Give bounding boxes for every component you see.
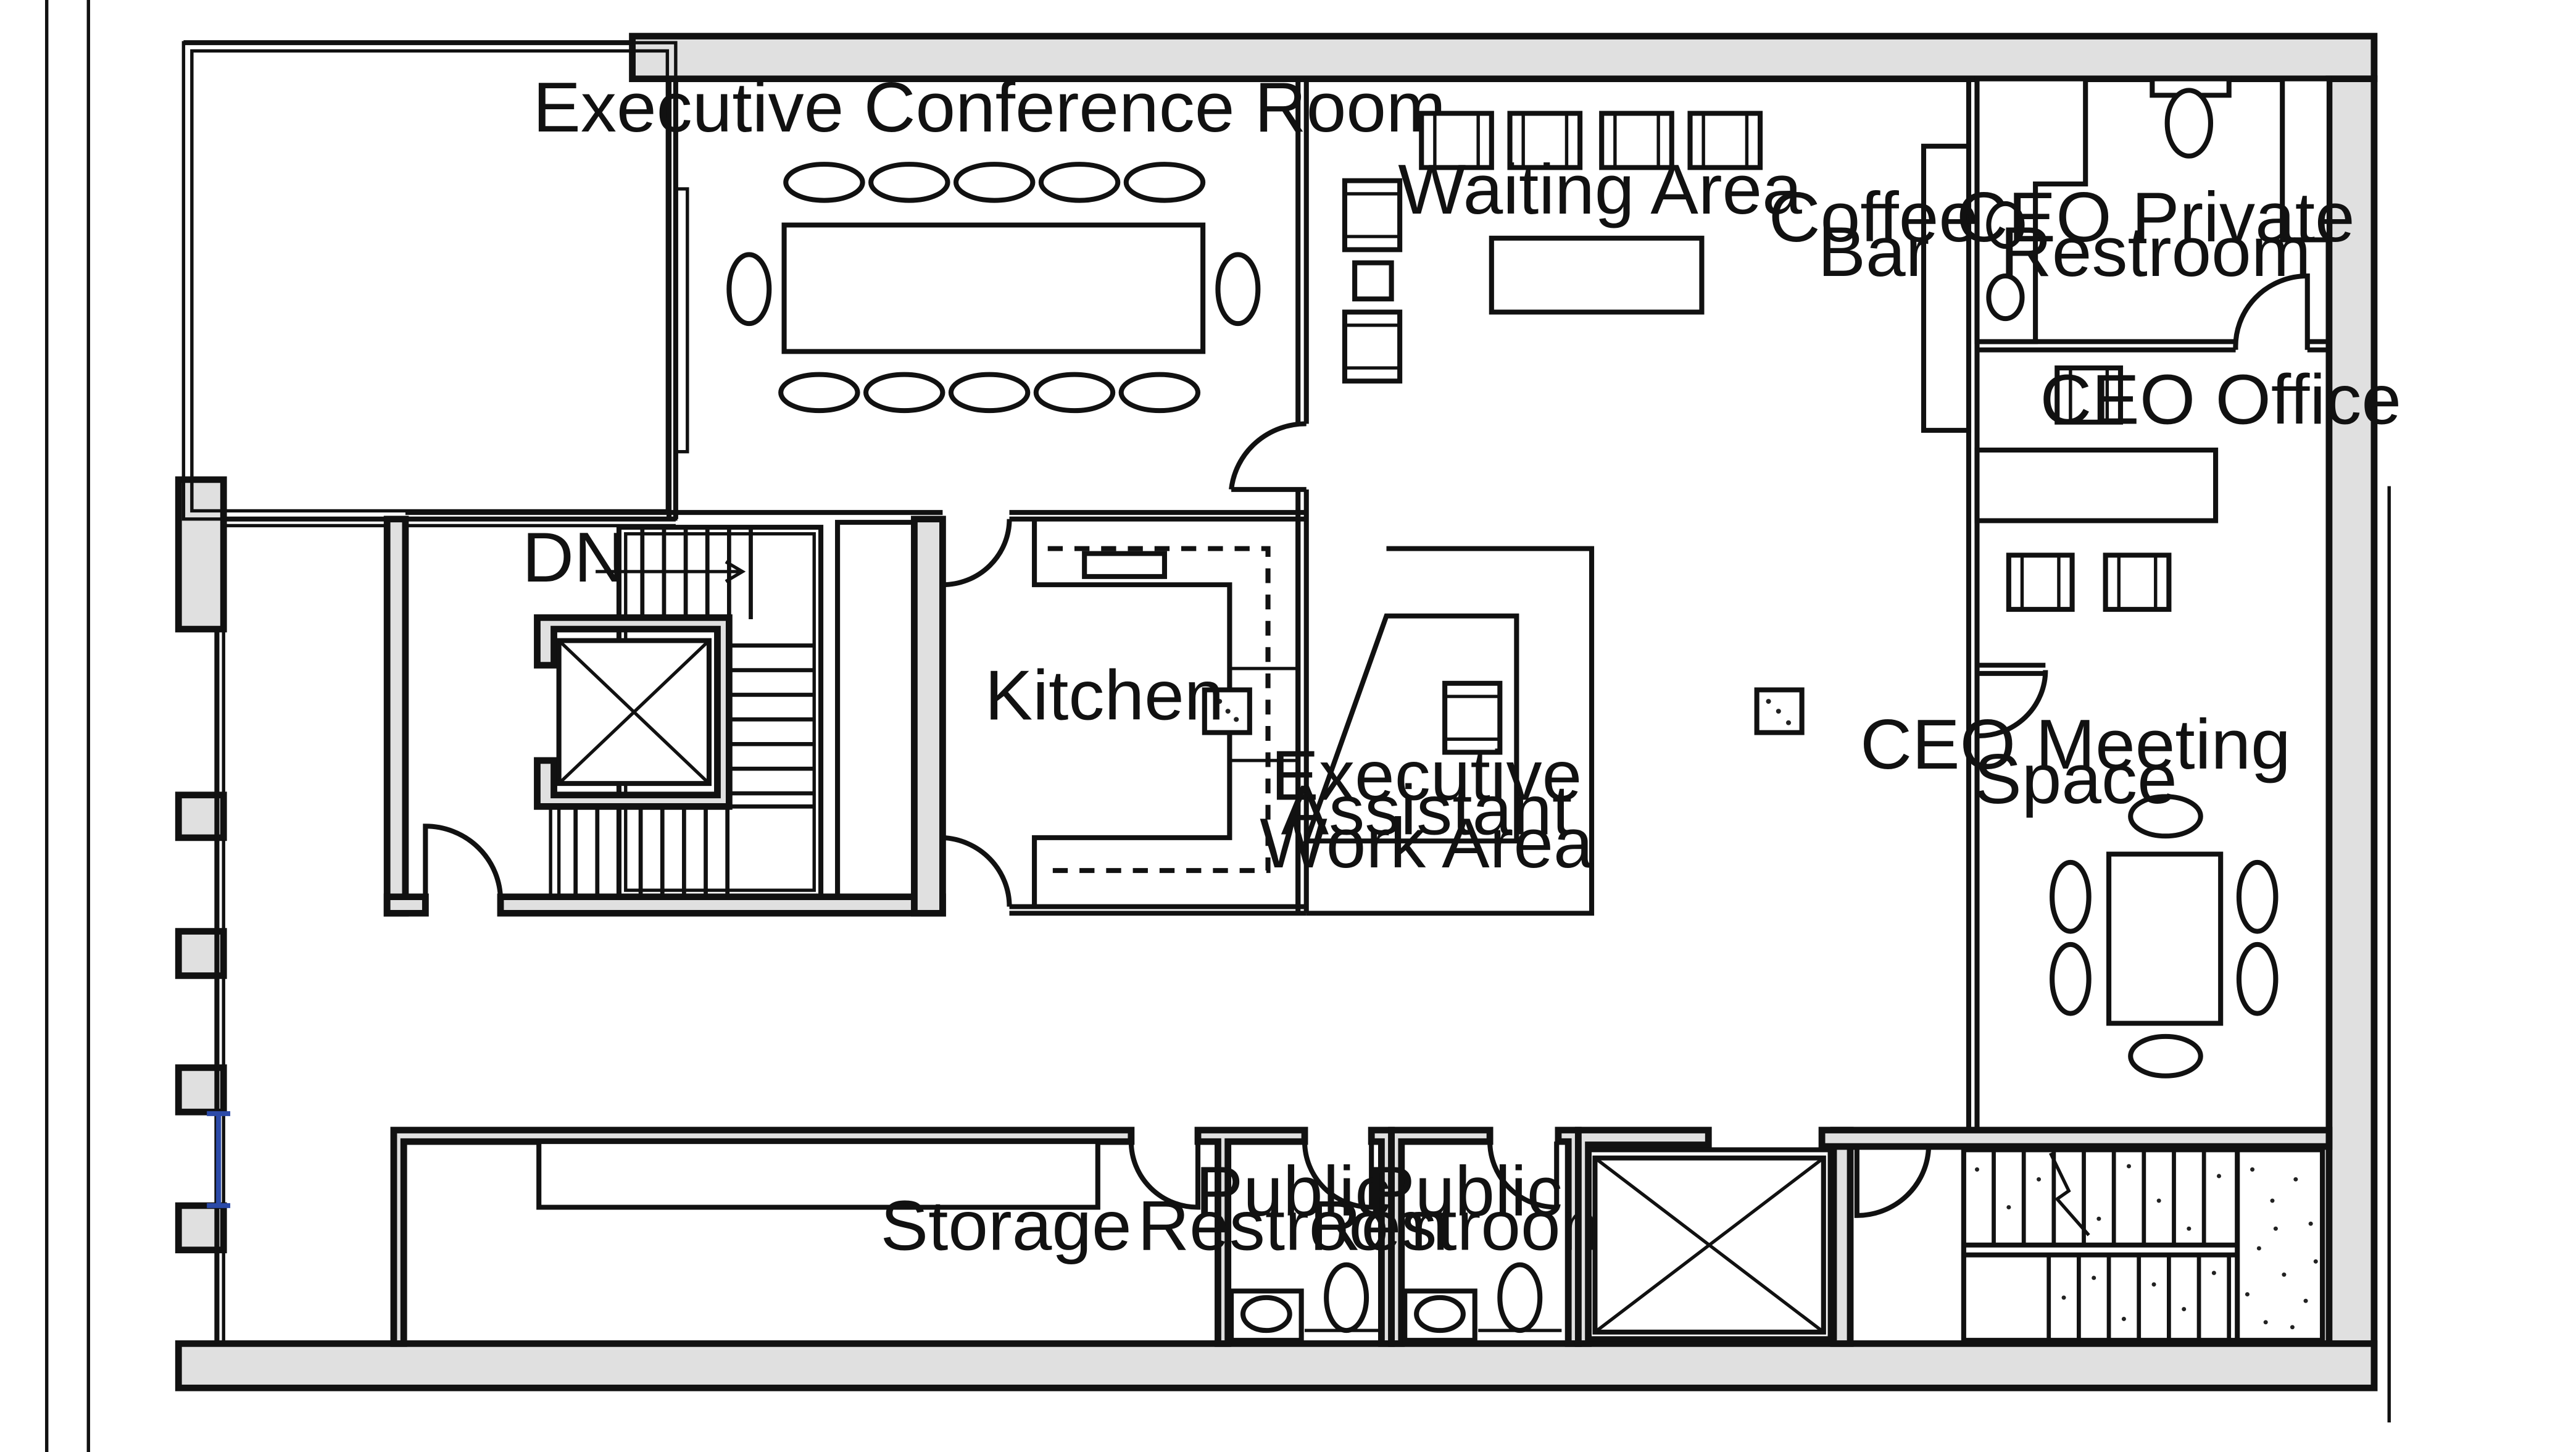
kitchen: Kitchen [940, 510, 1307, 916]
label-assistant-3: Work Area [1260, 804, 1593, 883]
ceo-office-door[interactable] [1977, 670, 2048, 738]
label-ceo-meeting-2: Space [1974, 740, 2177, 819]
kitchen-door-bottom[interactable] [942, 835, 1012, 907]
label-stair-direction: DN [522, 519, 626, 597]
exterior-walls [175, 33, 2378, 1392]
storage-door[interactable] [1128, 1141, 1201, 1210]
conference-table [781, 222, 1206, 354]
label-assistant-2: Assistant [1281, 771, 1573, 849]
label-ceo-office: CEO Office [2040, 361, 2401, 439]
ceo-restroom-door[interactable] [2233, 273, 2310, 350]
kitchen-door-top[interactable] [940, 519, 1012, 588]
assistant-work-area: Executive Assistant Work Area [1260, 546, 1595, 916]
stair-lower-right [1818, 1127, 2333, 1343]
freight-elevator [1574, 1127, 1854, 1347]
stair-landing [2235, 1147, 2325, 1343]
label-ceo-restroom-1: CEO Private [1956, 178, 2355, 257]
waiting-table [1489, 235, 1705, 315]
label-conference: Executive Conference Room [533, 69, 1445, 147]
label-coffee-2: Bar [1818, 213, 1929, 291]
coffee-bar: Coffee Bar [1769, 78, 1980, 1130]
label-waiting: Waiting Area [1398, 151, 1803, 229]
ceo-meeting-space: CEO Meeting Space [1860, 706, 2329, 1141]
label-ceo-restroom-2: Restroom [2000, 213, 2311, 291]
atrium-glass-box [181, 40, 689, 528]
waiting-area: Waiting Area [1342, 111, 1803, 384]
coffee-counter [1921, 143, 1972, 433]
ceo-restroom: CEO Private Restroom [1956, 76, 2355, 353]
shaft [835, 520, 917, 899]
public-restroom-1-door[interactable] [1302, 1141, 1374, 1210]
public-restroom-2: Public Restroom [1310, 1127, 1621, 1347]
stair-elevator-core: DN [383, 510, 946, 917]
conference-room: Executive Conference Room [533, 69, 1446, 914]
label-public-restroom-2b: Restroom [1310, 1187, 1621, 1266]
conference-door[interactable] [1229, 421, 1307, 492]
label-kitchen: Kitchen [985, 656, 1224, 735]
label-coffee-1: Coffee [1769, 178, 1979, 257]
storage-shelf [536, 1139, 1100, 1210]
ceo-office: CEO Office [1974, 361, 2401, 738]
stair-flight-right [729, 643, 815, 796]
public-restroom-2-door[interactable] [1487, 1141, 1560, 1210]
label-assistant-1: Executive [1271, 737, 1582, 816]
ceo-desk [1974, 448, 2219, 524]
label-storage: Storage [881, 1187, 1132, 1266]
label-public-restroom-2a: Public [1367, 1153, 1563, 1231]
storage: Storage [390, 1127, 1231, 1347]
label-ceo-meeting-1: CEO Meeting [1860, 706, 2291, 784]
stair-door[interactable] [423, 824, 504, 901]
elevator-wall [534, 614, 733, 810]
meeting-table [2106, 851, 2224, 1026]
stair-flight-lower [549, 804, 815, 899]
lower-stair-door[interactable] [1854, 1146, 1932, 1218]
label-public-restroom-1a: Public [1195, 1153, 1391, 1231]
